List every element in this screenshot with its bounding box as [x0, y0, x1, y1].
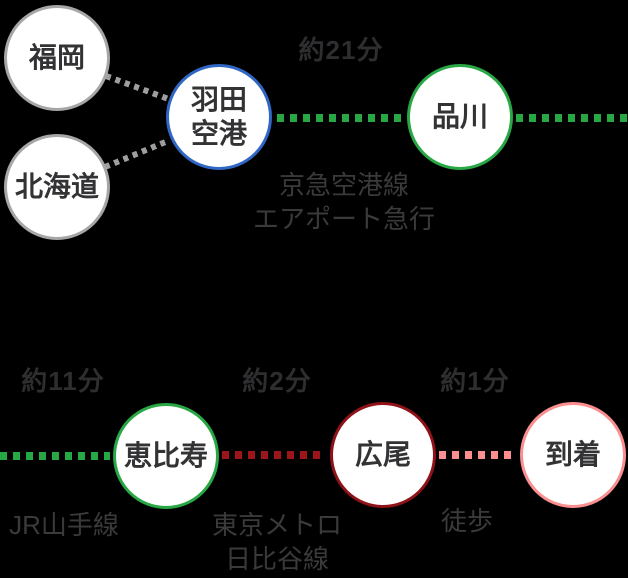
duration-label-ebisu-hiroo: 約2分	[242, 366, 312, 396]
route-line-shinagawa-east	[516, 114, 628, 122]
route-line-haneda-shinagawa	[277, 114, 404, 122]
line-name-keikyu-line2: エアポート急行	[252, 204, 435, 235]
node-hiroo-label: 広尾	[354, 439, 411, 471]
node-haneda-label-line2: 空港	[190, 118, 247, 149]
line-name-jr-yamanote: JR山手線	[9, 510, 119, 540]
connector-hokkaido-haneda	[103, 137, 171, 170]
node-shinagawa-label: 品川	[431, 101, 488, 133]
connector-fukuoka-haneda	[104, 73, 169, 102]
route-line-to-ebisu	[0, 452, 110, 460]
node-fukuoka: 福岡	[4, 5, 110, 111]
duration-label-haneda-shinagawa: 約21分	[298, 35, 384, 65]
node-ebisu-label: 恵比寿	[123, 440, 208, 472]
line-name-hibiya-line1: 東京メトロ	[211, 510, 342, 540]
node-hokkaido-label: 北海道	[14, 171, 99, 203]
node-shinagawa: 品川	[407, 64, 513, 170]
node-hokkaido: 北海道	[4, 134, 110, 240]
walk-label: 徒歩	[440, 506, 493, 536]
line-name-tokyo-metro-hibiya: 東京メトロ 日比谷線	[197, 508, 357, 577]
route-line-hiroo-arrival	[439, 451, 517, 459]
line-name-hibiya-line2: 日比谷線	[224, 544, 329, 575]
line-name-keikyu-airport: 京急空港線 エアポート急行	[234, 168, 454, 237]
route-line-ebisu-hiroo	[222, 451, 326, 459]
node-haneda-label-line1: 羽田	[190, 84, 247, 116]
node-hiroo: 広尾	[330, 402, 436, 508]
duration-label-to-ebisu: 約11分	[21, 366, 105, 396]
node-haneda-label: 羽田 空港	[191, 83, 247, 150]
node-arrival-label: 到着	[544, 439, 601, 471]
line-name-keikyu-line1: 京急空港線	[278, 170, 409, 200]
duration-label-hiroo-arrival: 約1分	[440, 366, 510, 396]
node-ebisu: 恵比寿	[113, 403, 219, 509]
node-arrival: 到着	[520, 402, 626, 508]
node-haneda-airport: 羽田 空港	[166, 64, 272, 170]
node-fukuoka-label: 福岡	[28, 42, 85, 74]
